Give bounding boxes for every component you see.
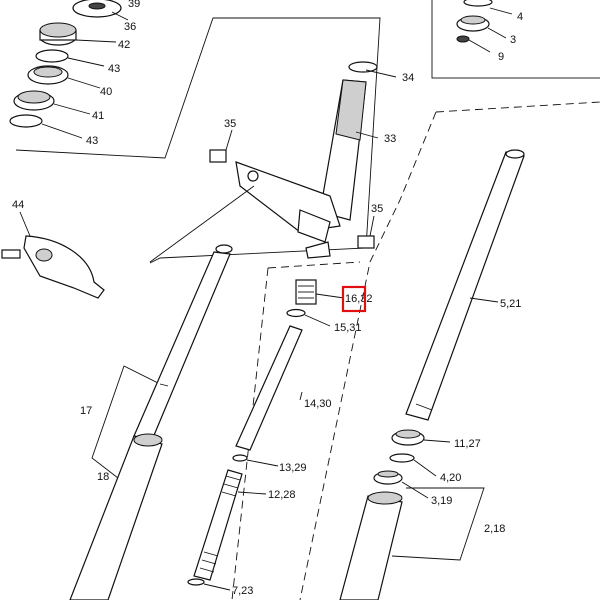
callout-3-19: 3,19	[431, 495, 452, 507]
callout-40: 40	[100, 86, 112, 98]
callout-17: 17	[80, 405, 92, 417]
left-inner-tube	[133, 251, 231, 441]
part-15-oring	[286, 308, 306, 318]
right-fork-dash-frame	[435, 101, 600, 113]
callout-43-top: 43	[108, 63, 120, 75]
callout-35-right: 35	[371, 203, 383, 215]
outer-tube-bracket-17-18	[91, 365, 161, 479]
callout-36: 36	[124, 21, 136, 33]
callout-inset-4: 4	[517, 11, 523, 23]
part-5-inner-tube	[405, 151, 525, 421]
part-34-cap	[348, 61, 378, 73]
part-43-washer	[35, 49, 69, 63]
callout-7-23: 7,23	[232, 585, 253, 597]
inset-parts	[456, 0, 513, 53]
callout-inset-9: 9	[498, 51, 504, 63]
callout-11-27: 11,27	[454, 438, 481, 450]
callout-inset-3: 3	[510, 34, 516, 46]
inset-frame	[431, 0, 600, 79]
bearing-stack	[9, 0, 122, 128]
highlight-box	[341, 285, 367, 313]
callout-4-20: 4,20	[440, 472, 461, 484]
callout-15-31: 15,31	[334, 322, 362, 334]
part-43-bearing	[9, 114, 43, 128]
part-2-outer-tube	[339, 495, 403, 601]
part-14-rod	[235, 325, 303, 451]
callout-16-32: 16,32	[345, 293, 373, 305]
inner-fork-dash-top	[267, 261, 361, 269]
callout-33: 33	[384, 133, 396, 145]
callout-44: 44	[12, 199, 24, 211]
damper-parts	[187, 279, 345, 591]
left-outer-tube	[69, 435, 163, 601]
part-13-seat	[232, 454, 248, 462]
callout-18: 18	[97, 471, 109, 483]
bolt-35-right	[357, 235, 375, 249]
callout-43-bottom: 43	[86, 135, 98, 147]
callout-5-21: 5,21	[500, 298, 521, 310]
steering-group-frame	[15, 17, 381, 264]
bolt-35-left	[209, 149, 227, 163]
callout-34: 34	[402, 72, 414, 84]
bracket-2-18	[391, 487, 485, 561]
left-fork	[69, 244, 233, 601]
callout-12-28: 12,28	[268, 489, 296, 501]
callout-42: 42	[118, 39, 130, 51]
steering-stem	[149, 61, 397, 263]
callout-2-18: 2,18	[484, 523, 505, 535]
bearing-stack-leaders	[41, 11, 129, 139]
callout-13-29: 13,29	[279, 462, 307, 474]
part-44-bracket	[1, 211, 105, 299]
callout-14-30: 14,30	[304, 398, 332, 410]
callout-41: 41	[92, 110, 104, 122]
callout-39: 39	[128, 0, 140, 10]
part-7-washer	[187, 578, 205, 586]
spring-coils	[199, 475, 241, 573]
callout-35-left: 35	[224, 118, 236, 130]
part-12-spring	[193, 469, 243, 581]
inner-fork-dash-frame	[231, 267, 269, 601]
right-fork	[339, 149, 525, 601]
part-4-clip	[389, 453, 415, 463]
